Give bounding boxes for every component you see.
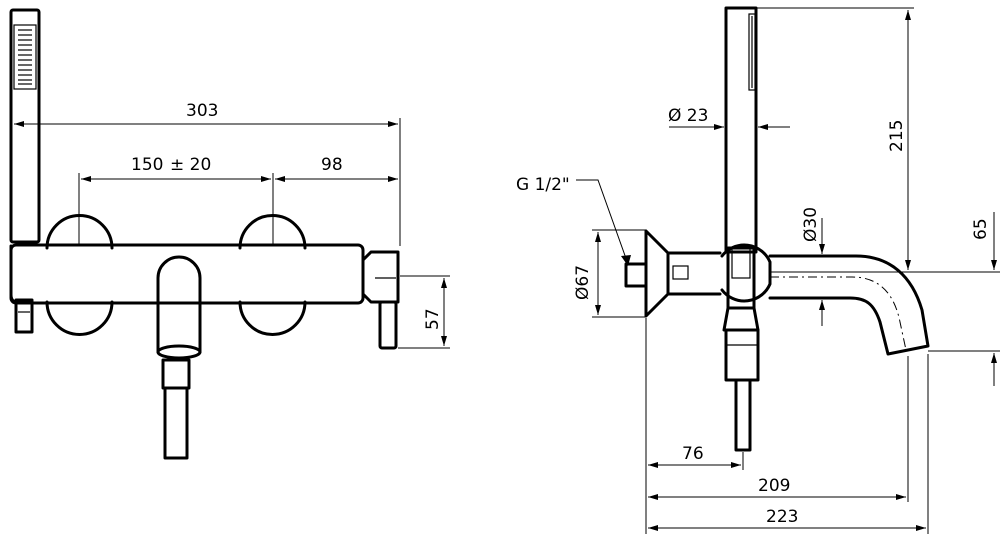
dim-65-label: 65	[971, 218, 991, 240]
dim-depths: 76 209 223	[645, 318, 929, 534]
dim-223-label: 223	[766, 507, 798, 527]
wall-escutcheon	[624, 229, 722, 318]
dim-98-label: 98	[321, 155, 343, 175]
spout-front	[156, 255, 202, 460]
dim-150-98: 150 ± 20 98	[78, 155, 398, 244]
dim-209-label: 209	[758, 476, 790, 496]
dim-215: 215	[756, 7, 914, 270]
dim-tolerance-label: ± 20	[170, 155, 211, 175]
dim-303-label: 303	[186, 101, 218, 121]
side-view: Ø 23 G 1/2" Ø67 Ø30 215	[516, 6, 1000, 534]
body-knob	[720, 243, 772, 310]
spout-side	[768, 254, 930, 356]
hose-assembly	[722, 306, 760, 452]
dim-57-label: 57	[423, 308, 443, 330]
dim-303: 303	[14, 101, 401, 246]
dim-76-label: 76	[682, 444, 704, 464]
dim-dia-23: Ø 23	[668, 106, 790, 130]
dim-65: 65	[770, 212, 1000, 386]
dim-215-label: 215	[887, 120, 907, 152]
lever-cartridge	[361, 250, 400, 350]
hand-shower-side	[724, 6, 758, 254]
shower-nozzles	[18, 29, 32, 85]
dim-dia-23-label: Ø 23	[668, 106, 708, 126]
hand-shower	[9, 8, 41, 244]
front-view: 303 150 ± 20 98 57	[9, 8, 450, 460]
dim-150-label: 150	[131, 155, 163, 175]
dim-dia-30: Ø30	[801, 207, 825, 326]
dim-57: 57	[398, 275, 450, 349]
dim-dia-30-label: Ø30	[801, 207, 821, 242]
dim-dia-67-label: Ø67	[573, 265, 593, 300]
dim-thread-label: G 1/2"	[516, 175, 570, 195]
dim-dia-67: Ø67	[573, 229, 646, 318]
dim-thread: G 1/2"	[516, 175, 631, 266]
